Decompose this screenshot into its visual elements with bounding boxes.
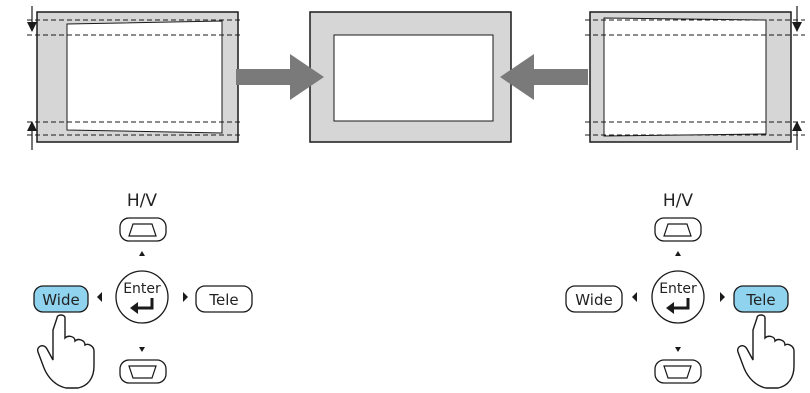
enter-return-arrow-icon [672, 298, 690, 310]
enter-return-arrow-icon [136, 298, 154, 310]
screen-after-center [309, 11, 512, 143]
right-arrow-icon [236, 54, 324, 100]
enter-label: Enter [659, 281, 697, 297]
tele-button[interactable]: Tele [733, 285, 789, 313]
up-triangle-icon [675, 251, 681, 256]
tele-label: Tele [745, 291, 775, 309]
keystone-up-button[interactable] [654, 217, 702, 242]
keystone-vertical-down-icon [663, 365, 692, 379]
tele-button[interactable]: Tele [195, 285, 253, 313]
wide-button[interactable]: Wide [565, 285, 623, 313]
screen-before-left [27, 6, 240, 150]
control-panel-left: H/V Enter Wide Tele [33, 191, 253, 389]
keystone-down-button[interactable] [119, 359, 167, 384]
down-triangle-icon [675, 347, 681, 352]
pointing-hand-icon [736, 314, 795, 389]
hv-label: H/V [663, 191, 694, 211]
keystone-vertical-up-icon [128, 223, 157, 237]
control-panel-right: H/V Enter Wide Tele [565, 191, 795, 389]
left-triangle-icon [632, 292, 637, 302]
right-triangle-icon [720, 292, 725, 302]
pointing-hand-icon [36, 314, 95, 389]
enter-label: Enter [123, 281, 161, 297]
right-triangle-icon [183, 292, 188, 302]
enter-button[interactable]: Enter [115, 270, 169, 324]
screen-before-right [585, 6, 805, 150]
keystone-vertical-down-icon [128, 365, 157, 379]
keystone-down-button[interactable] [654, 359, 702, 384]
enter-button[interactable]: Enter [651, 270, 705, 324]
down-triangle-icon [139, 347, 145, 352]
keystone-up-button[interactable] [119, 217, 167, 242]
tele-label: Tele [208, 291, 238, 309]
wide-label: Wide [575, 291, 612, 309]
up-triangle-icon [139, 251, 145, 256]
left-arrow-icon [500, 54, 588, 100]
hv-label: H/V [127, 191, 158, 211]
left-triangle-icon [97, 292, 102, 302]
keystone-vertical-up-icon [663, 223, 692, 237]
wide-button[interactable]: Wide [33, 285, 89, 313]
wide-label: Wide [42, 291, 79, 309]
